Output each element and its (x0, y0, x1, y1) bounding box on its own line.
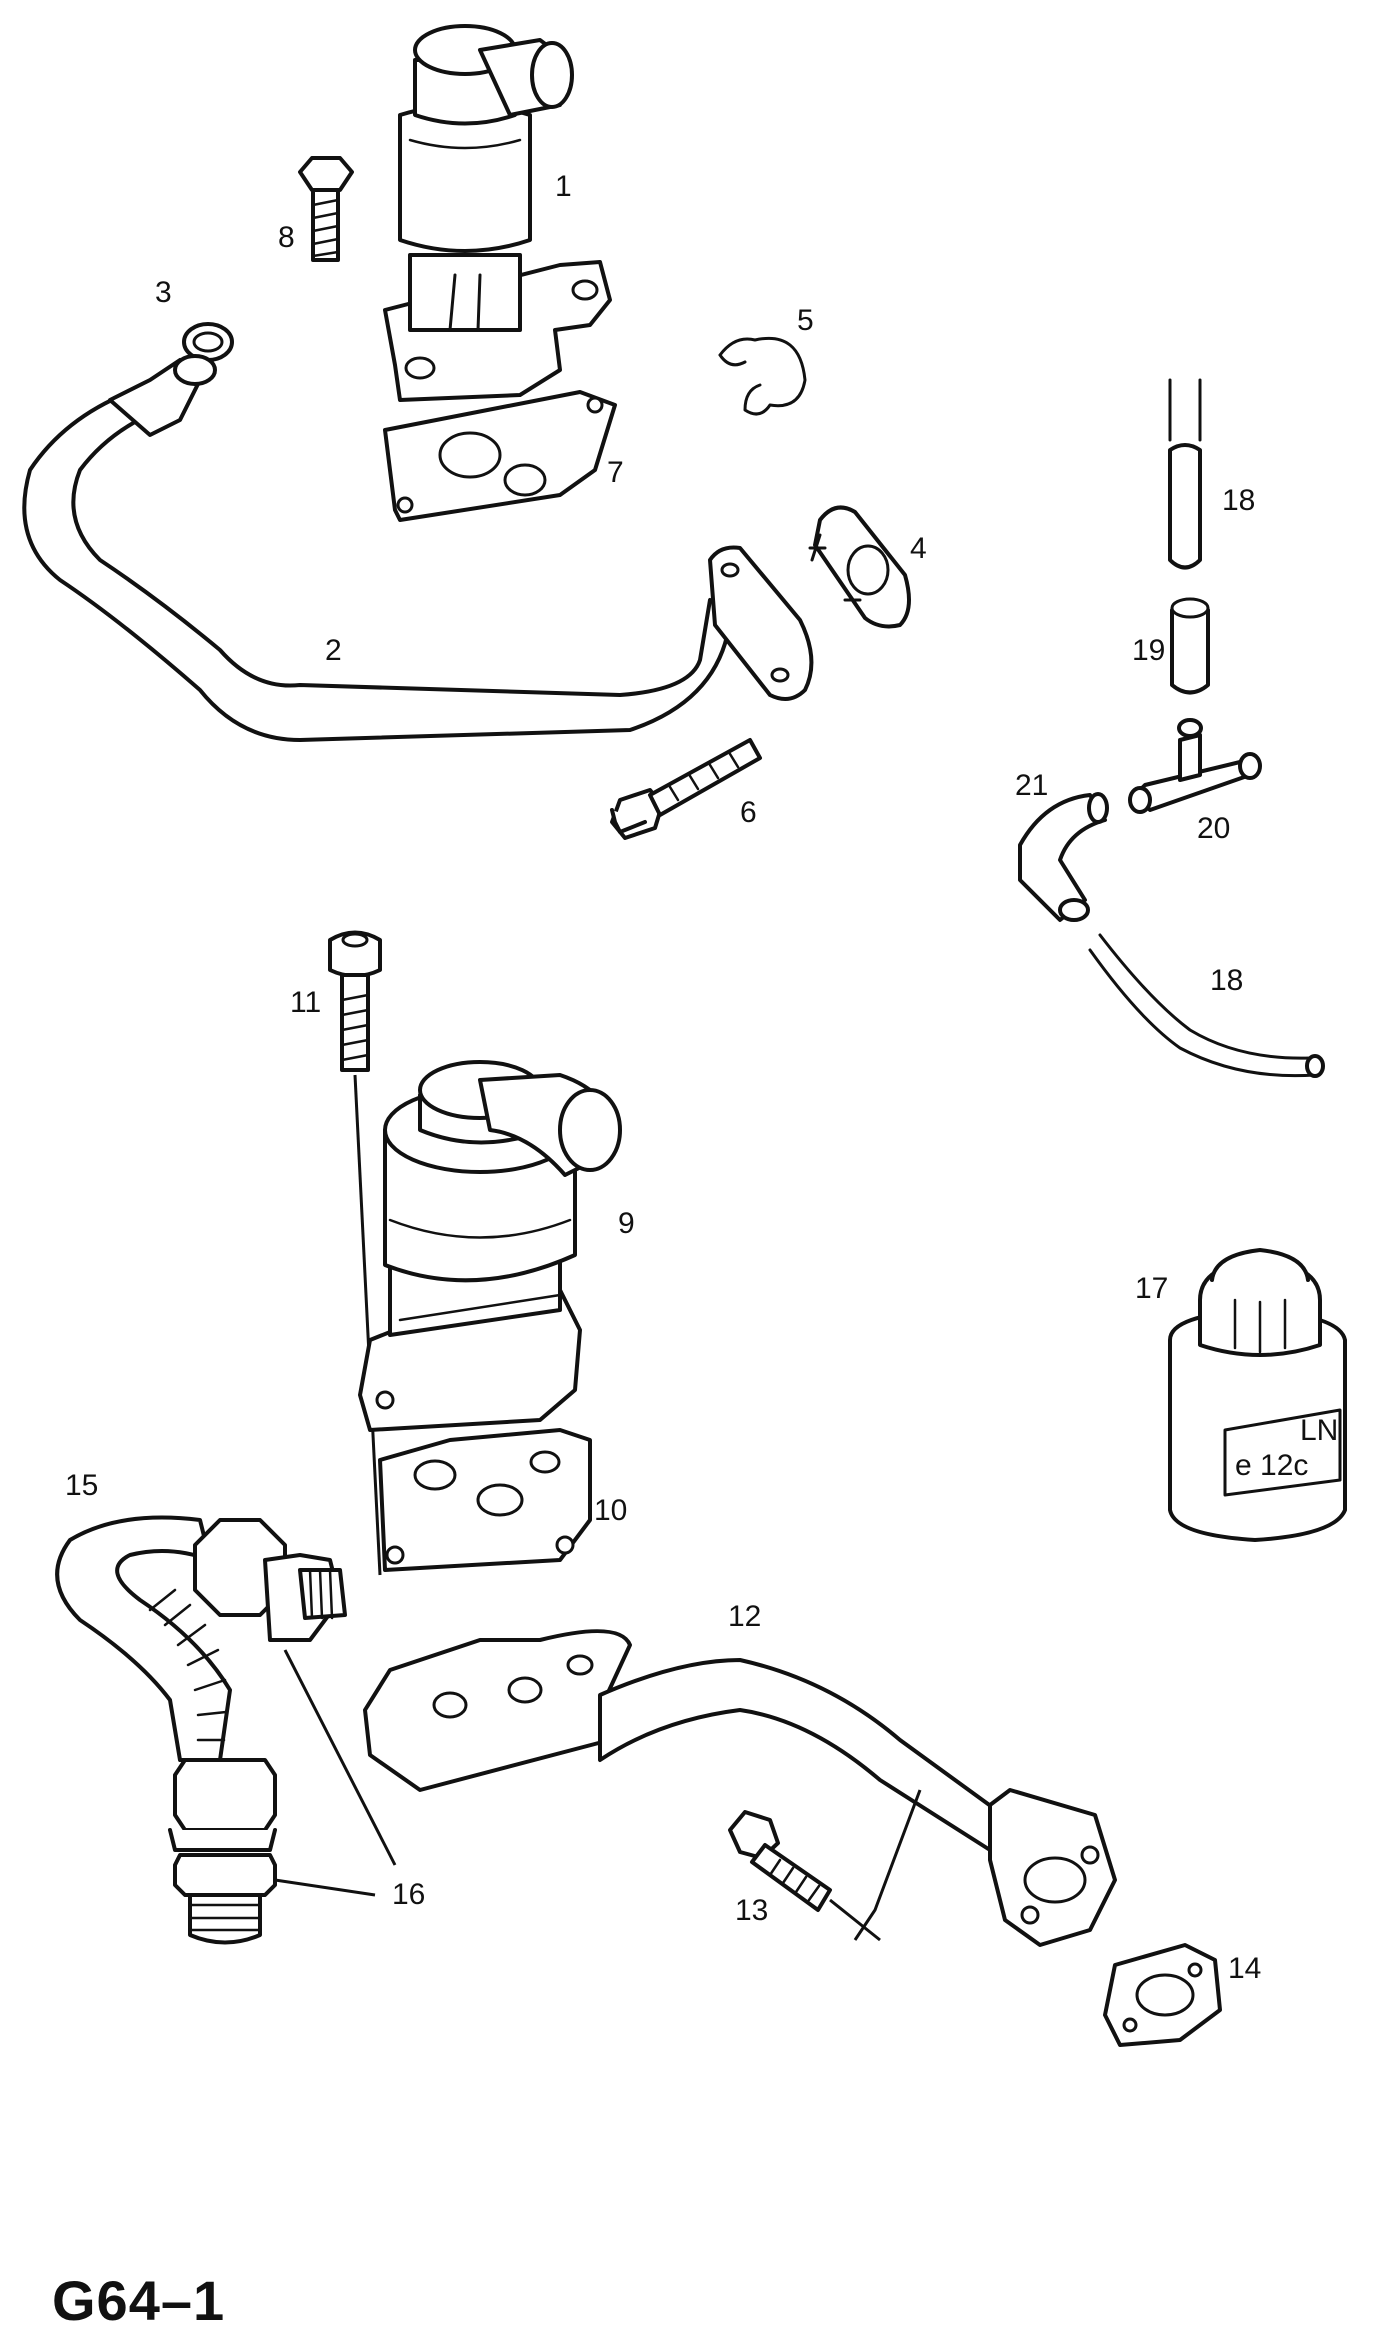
callout-7: 7 (607, 456, 624, 489)
callout-12: 12 (728, 1600, 761, 1633)
part-4-gasket-with-studs (808, 505, 911, 629)
callout-19: 19 (1132, 634, 1165, 667)
leader-16-a (283, 1649, 397, 1866)
callout-18-upper: 18 (1222, 484, 1255, 517)
callout-1: 1 (555, 170, 572, 203)
part-3-o-ring (182, 322, 234, 362)
part-19-hose-sleeve (1170, 597, 1210, 695)
part-1-egr-valve (383, 24, 612, 402)
part-7-gasket (383, 390, 617, 522)
part-2-egr-pipe (22, 354, 814, 742)
container-code-text: e 12c (1235, 1449, 1308, 1482)
part-5-spring-clip (718, 336, 807, 416)
callout-18-lower: 18 (1210, 964, 1243, 997)
part-17-container: LN e 12c (1168, 1248, 1347, 1542)
part-13-bolt (728, 1810, 881, 1942)
callout-8: 8 (278, 221, 295, 254)
part-14-flange-gasket (1103, 1943, 1222, 2047)
part-12-egr-pipe (363, 1629, 1117, 1947)
page-code: G64–1 (52, 2269, 226, 2332)
callout-4: 4 (910, 532, 927, 565)
callout-20: 20 (1197, 812, 1230, 845)
callout-2: 2 (325, 634, 342, 667)
callout-15: 15 (65, 1469, 98, 1502)
callout-14: 14 (1228, 1952, 1261, 1985)
part-15-flex-pipe (55, 1515, 347, 1945)
part-8-bolt (298, 156, 354, 262)
callout-16: 16 (392, 1878, 425, 1911)
callout-21: 21 (1015, 769, 1048, 802)
callout-17: 17 (1135, 1272, 1168, 1305)
callout-9: 9 (618, 1207, 635, 1240)
callout-6: 6 (740, 796, 757, 829)
part-9-egr-valve (358, 1060, 622, 1432)
callout-10: 10 (594, 1494, 627, 1527)
leader-16-b (274, 1878, 376, 1897)
callout-labels: 1 2 3 4 5 6 7 8 9 10 11 12 13 14 15 16 1… (65, 170, 1261, 1985)
part-18-hose-upper (1168, 378, 1202, 570)
part-18-hose-lower (1088, 933, 1325, 1078)
part-20-t-connector (1128, 718, 1262, 814)
callout-5: 5 (797, 304, 814, 337)
callout-11: 11 (290, 986, 321, 1019)
part-6-stud-with-nut (610, 738, 762, 840)
part-21-elbow-hose (1018, 792, 1109, 922)
part-10-gasket (378, 1428, 592, 1572)
callout-3: 3 (155, 276, 172, 309)
part-11-bolt (328, 930, 382, 1576)
container-label-text: LN (1300, 1414, 1338, 1447)
callout-13: 13 (735, 1894, 768, 1927)
